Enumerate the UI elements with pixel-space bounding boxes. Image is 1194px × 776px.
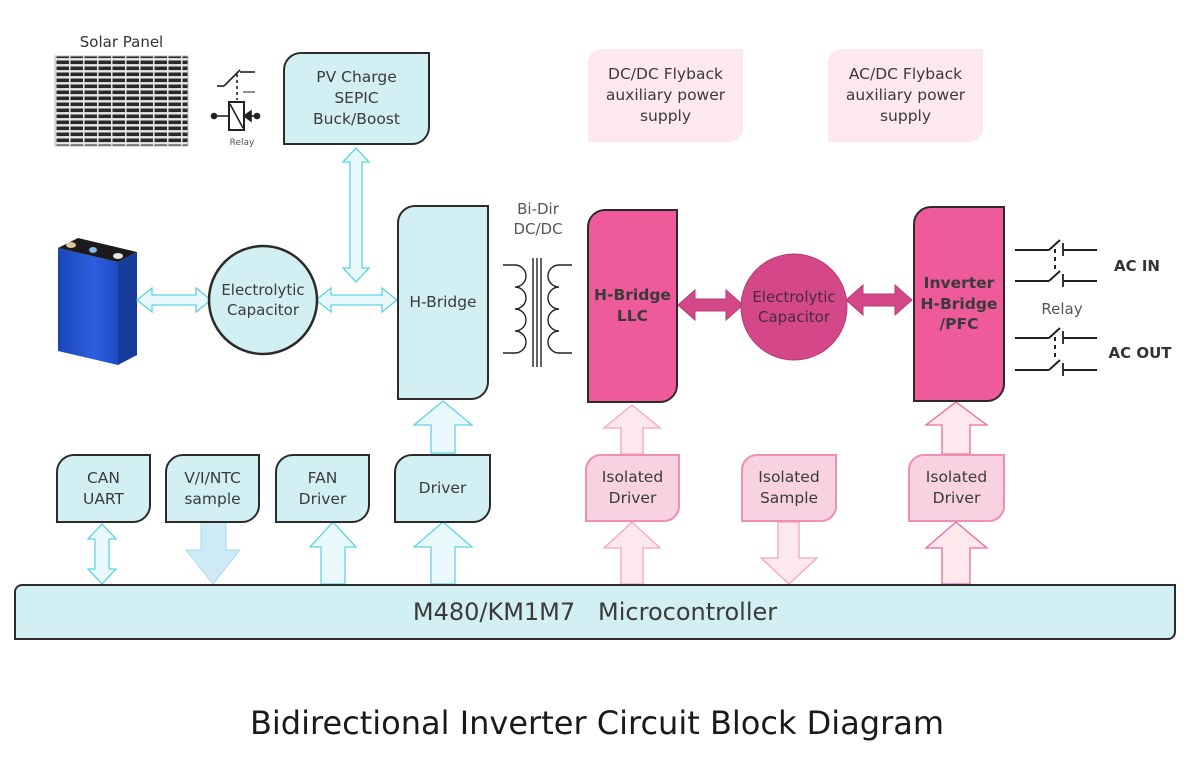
fan-driver-line2: Driver <box>298 489 347 508</box>
isolated-driver-2-block[interactable]: Isolated Driver <box>908 454 1005 522</box>
arrow-isodriver2-inverter <box>924 401 989 455</box>
acdc-flyback-block[interactable]: AC/DC Flyback auxiliary power supply <box>828 49 983 142</box>
arrow-mcu-isodriver1 <box>602 521 662 585</box>
isolated-driver-1-block[interactable]: Isolated Driver <box>585 454 680 522</box>
battery-icon <box>58 238 137 365</box>
relay-small-label: Relay <box>229 137 255 148</box>
dcdc-flyback-line1: DC/DC Flyback <box>608 65 723 84</box>
transformer-label: Bi-Dir DC/DC <box>498 196 578 242</box>
can-uart-line2: UART <box>82 489 125 508</box>
electrolytic-capacitor-right <box>740 253 848 361</box>
fan-driver-block[interactable]: FAN Driver <box>275 454 370 523</box>
pv-charge-line1: PV Charge <box>316 68 397 87</box>
driver-block[interactable]: Driver <box>394 454 491 523</box>
iso-sample-line2: Sample <box>759 489 819 507</box>
arrow-can-mcu <box>86 523 118 585</box>
arrow-driver-hbridge <box>412 400 474 454</box>
ac-in-label: AC IN <box>1114 256 1160 275</box>
iso-driver2-line1: Isolated <box>925 468 988 487</box>
acdc-flyback-line2: auxiliary power <box>845 86 966 105</box>
arrow-pv-junction <box>341 147 371 283</box>
fan-driver-line1: FAN <box>307 468 338 487</box>
microcontroller-label: M480/KM1M7 Microcontroller <box>412 597 778 626</box>
arrow-mcu-driver <box>412 521 474 585</box>
pv-charge-line2: SEPIC <box>334 89 379 108</box>
h-bridge-llc-block[interactable]: H-Bridge LLC <box>587 209 678 403</box>
dcdc-flyback-line3: supply <box>639 106 692 125</box>
vi-ntc-sample-block[interactable]: V/I/NTC sample <box>165 454 260 523</box>
vi-ntc-line1: V/I/NTC <box>184 468 241 487</box>
capacitor-left-label[interactable]: Electrolytic Capacitor <box>209 270 317 330</box>
capacitor-right-line2: Capacitor <box>757 308 831 326</box>
isolated-sample-block[interactable]: Isolated Sample <box>741 454 837 522</box>
inverter-block[interactable]: Inverter H-Bridge /PFC <box>913 206 1005 402</box>
ac-relay-icon <box>1015 239 1097 376</box>
iso-driver1-line2: Driver <box>608 489 657 507</box>
can-uart-block[interactable]: CAN UART <box>56 454 151 523</box>
acdc-flyback-line3: supply <box>879 106 932 125</box>
relay-label: Relay <box>1041 299 1083 318</box>
arrow-sample-mcu <box>184 521 242 585</box>
dcdc-flyback-block[interactable]: DC/DC Flyback auxiliary power supply <box>588 49 743 142</box>
capacitor-right-line1: Electrolytic <box>752 287 836 306</box>
electrolytic-capacitor-left <box>207 244 319 356</box>
arrow-capacitor-hbridge <box>314 286 399 314</box>
arrow-battery-capacitor <box>135 286 213 314</box>
arrow-capacitor-inverter <box>845 283 913 317</box>
dcdc-flyback-line2: auxiliary power <box>605 86 726 105</box>
iso-sample-line1: Isolated <box>758 468 820 487</box>
inverter-line2: H-Bridge <box>920 294 998 313</box>
pv-charge-block[interactable]: PV Charge SEPIC Buck/Boost <box>283 52 430 145</box>
iso-driver1-line1: Isolated <box>601 468 664 487</box>
capacitor-right-label[interactable]: Electrolytic Capacitor <box>741 277 847 337</box>
capacitor-left-line1: Electrolytic <box>221 280 305 299</box>
capacitor-left-line2: Capacitor <box>226 301 300 319</box>
can-uart-line1: CAN <box>86 468 121 487</box>
arrow-mcu-fan <box>308 521 358 585</box>
llc-line2: LLC <box>616 307 649 325</box>
relay-symbol-icon <box>210 69 261 131</box>
arrow-isosample-mcu <box>759 521 819 585</box>
driver-label: Driver <box>418 479 467 498</box>
iso-driver2-line2: Driver <box>932 489 981 507</box>
arrow-mcu-isodriver2 <box>924 521 989 585</box>
h-bridge-label: H-Bridge <box>409 293 477 312</box>
microcontroller-block[interactable]: M480/KM1M7 Microcontroller <box>14 584 1176 640</box>
solar-panel-label: Solar Panel <box>79 32 164 51</box>
ac-out-label: AC OUT <box>1108 343 1172 362</box>
diagram-title: Bidirectional Inverter Circuit Block Dia… <box>249 704 945 743</box>
transformer-line1: Bi-Dir <box>517 199 559 218</box>
h-bridge-block[interactable]: H-Bridge <box>397 205 489 400</box>
pv-charge-line3: Buck/Boost <box>313 109 400 128</box>
transformer-line2: DC/DC <box>513 220 563 238</box>
solar-panel-icon <box>54 55 189 147</box>
inverter-line3: /PFC <box>939 315 979 334</box>
vi-ntc-line2: sample <box>184 489 241 508</box>
transformer-icon <box>503 258 572 367</box>
arrow-llc-capacitor <box>677 288 744 322</box>
arrow-isodriver1-llc <box>602 404 662 455</box>
inverter-line1: Inverter <box>923 273 995 292</box>
acdc-flyback-line1: AC/DC Flyback <box>848 65 963 84</box>
llc-line1: H-Bridge <box>594 286 671 305</box>
